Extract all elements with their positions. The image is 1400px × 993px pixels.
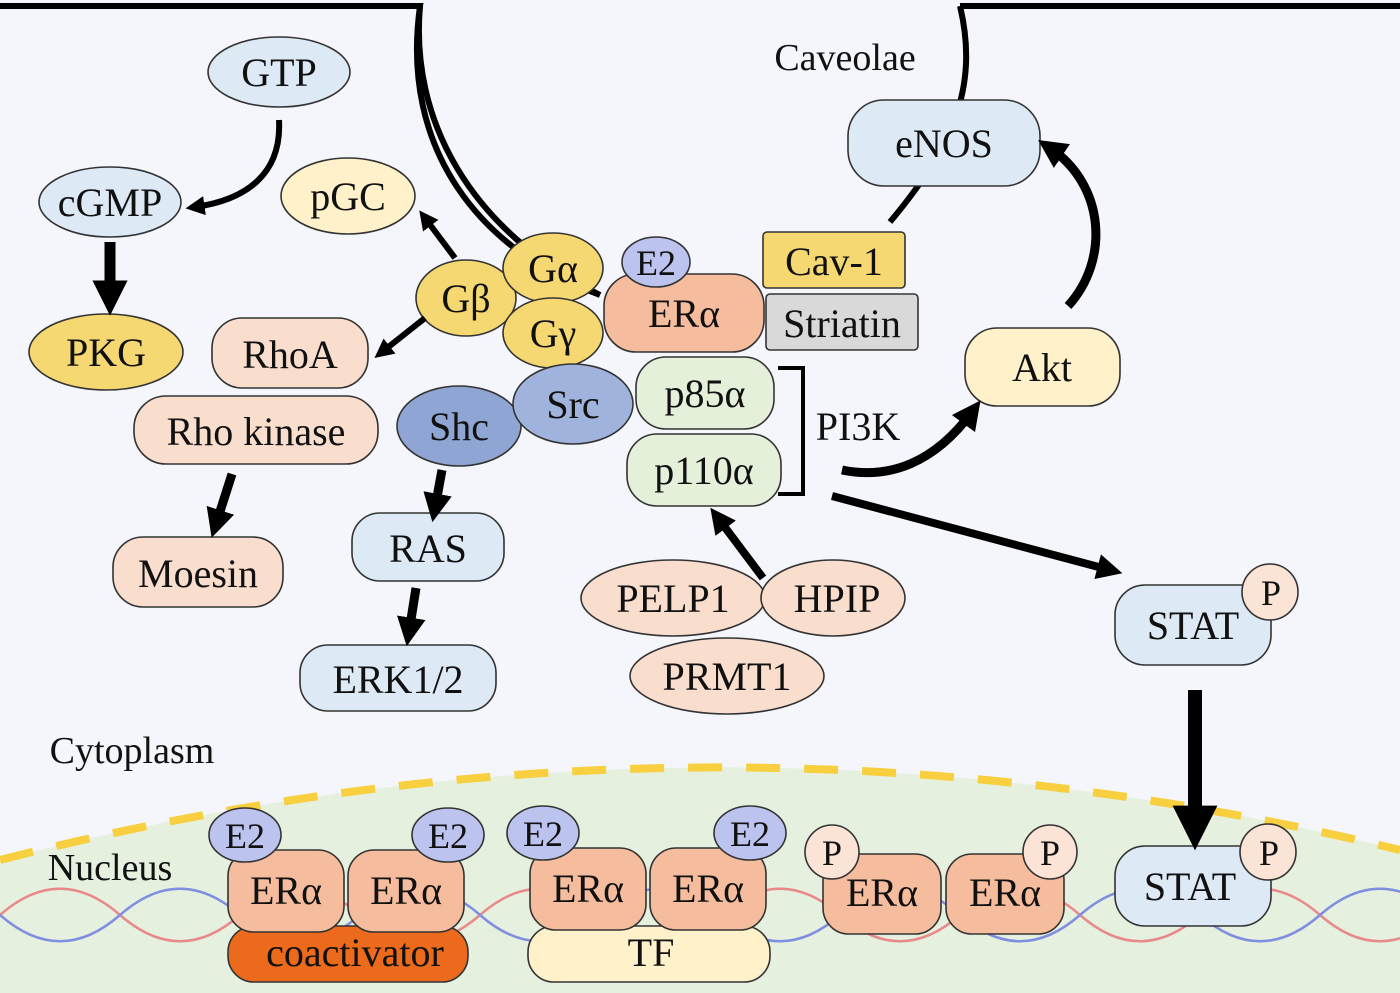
- arrow-ras-to-erk: [397, 587, 426, 647]
- gtp-node: GTP: [207, 36, 351, 108]
- arrow-gbeta-to-pgc: [419, 210, 458, 260]
- svg-text:Cav-1: Cav-1: [785, 239, 883, 284]
- p85-node: p85α: [635, 356, 775, 430]
- erk-node: ERK1/2: [299, 644, 497, 712]
- svg-text:Gα: Gα: [528, 246, 578, 291]
- svg-text:p110α: p110α: [654, 448, 754, 493]
- arrow-gbeta-to-rhoa: [374, 315, 427, 358]
- svg-text:STAT: STAT: [1144, 864, 1236, 909]
- svg-text:Shc: Shc: [429, 404, 489, 449]
- caveolae-label: Caveolae: [774, 37, 915, 79]
- arrows: [92, 119, 1218, 851]
- g-gamma-node: Gγ: [502, 297, 604, 369]
- nuclear-complex-phospho: ERα ERα P P: [804, 824, 1078, 935]
- svg-text:GTP: GTP: [241, 50, 317, 95]
- svg-text:eNOS: eNOS: [895, 121, 993, 166]
- svg-text:Akt: Akt: [1012, 345, 1072, 390]
- svg-text:ERα: ERα: [648, 291, 720, 336]
- arrow-pelp1-to-p110: [710, 507, 767, 581]
- svg-text:ERα: ERα: [250, 868, 322, 913]
- svg-text:E2: E2: [428, 816, 468, 856]
- svg-text:pGC: pGC: [310, 174, 386, 219]
- svg-text:E2: E2: [523, 814, 563, 854]
- svg-text:p85α: p85α: [665, 371, 746, 416]
- e2-membrane-badge: E2: [621, 236, 691, 288]
- moesin-node: Moesin: [112, 536, 284, 608]
- svg-text:P: P: [1040, 833, 1060, 873]
- svg-text:Gβ: Gβ: [441, 276, 490, 321]
- svg-text:ERα: ERα: [969, 870, 1041, 915]
- svg-text:ERK1/2: ERK1/2: [332, 657, 463, 702]
- nuclear-complex-coactivator: coactivator ERα ERα E2 E2: [208, 807, 485, 983]
- svg-text:E2: E2: [225, 816, 265, 856]
- pkg-node: PKG: [28, 313, 184, 391]
- nuclear-envelope: [0, 763, 1400, 864]
- svg-text:ERα: ERα: [552, 866, 624, 911]
- svg-text:STAT: STAT: [1147, 603, 1239, 648]
- svg-text:Rho kinase: Rho kinase: [167, 409, 346, 454]
- era-membrane-node: ERα: [603, 273, 765, 353]
- svg-text:Gγ: Gγ: [530, 311, 577, 356]
- hpip-node: HPIP: [760, 559, 906, 637]
- svg-text:PKG: PKG: [66, 330, 146, 375]
- cav1-node: Cav-1: [762, 231, 906, 289]
- cgmp-node: cGMP: [38, 166, 182, 238]
- p110-node: p110α: [626, 433, 782, 507]
- svg-text:P: P: [1259, 833, 1279, 873]
- arrow-shc-to-ras: [423, 469, 452, 523]
- shc-node: Shc: [396, 385, 522, 467]
- svg-text:coactivator: coactivator: [266, 930, 444, 975]
- rhoa-node: RhoA: [211, 317, 369, 389]
- stat-nucleus-node: STAT P: [1114, 823, 1297, 927]
- svg-text:HPIP: HPIP: [794, 576, 881, 621]
- svg-text:TF: TF: [628, 930, 675, 975]
- ras-node: RAS: [351, 512, 505, 582]
- svg-text:RhoA: RhoA: [242, 332, 338, 377]
- rho-kinase-node: Rho kinase: [133, 395, 379, 465]
- arrow-gtp-to-cgmp: [185, 119, 283, 216]
- svg-text:RAS: RAS: [389, 526, 467, 571]
- pi3k-bracket: [778, 366, 805, 496]
- svg-text:Src: Src: [546, 382, 599, 427]
- svg-text:E2: E2: [636, 243, 676, 283]
- stat-cytoplasm-node: STAT: [1114, 584, 1272, 666]
- pi3k-label: PI3K: [816, 404, 901, 449]
- arrow-rhokinase-to-moesin: [206, 472, 237, 538]
- svg-text:P: P: [1261, 573, 1281, 613]
- pgc-node: pGC: [280, 157, 416, 235]
- svg-text:cGMP: cGMP: [58, 180, 162, 225]
- arrow-akt-to-enos: [1038, 139, 1101, 310]
- nucleus-label: Nucleus: [48, 847, 173, 889]
- enos-node: eNOS: [847, 99, 1041, 187]
- prmt1-node: PRMT1: [629, 637, 825, 715]
- g-beta-node: Gβ: [415, 259, 517, 337]
- src-node: Src: [512, 363, 634, 445]
- svg-text:Striatin: Striatin: [783, 301, 901, 346]
- svg-text:PRMT1: PRMT1: [663, 654, 792, 699]
- arrow-pi3k-to-akt: [841, 400, 981, 478]
- g-alpha-node: Gα: [502, 232, 604, 304]
- arrow-pi3k-to-stat: [830, 492, 1123, 580]
- svg-text:PELP1: PELP1: [616, 576, 729, 621]
- svg-text:ERα: ERα: [846, 870, 918, 915]
- svg-text:Moesin: Moesin: [138, 551, 258, 596]
- stat-cytoplasm-p-badge: P: [1241, 563, 1299, 621]
- striatin-node: Striatin: [765, 293, 919, 351]
- svg-text:ERα: ERα: [672, 866, 744, 911]
- svg-text:E2: E2: [730, 814, 770, 854]
- svg-text:ERα: ERα: [370, 868, 442, 913]
- akt-node: Akt: [964, 327, 1121, 407]
- svg-text:P: P: [822, 833, 842, 873]
- cytoplasm-label: Cytoplasm: [50, 730, 215, 772]
- pelp1-node: PELP1: [580, 559, 766, 637]
- nuclear-complex-tf: TF ERα ERα E2 E2: [506, 805, 787, 983]
